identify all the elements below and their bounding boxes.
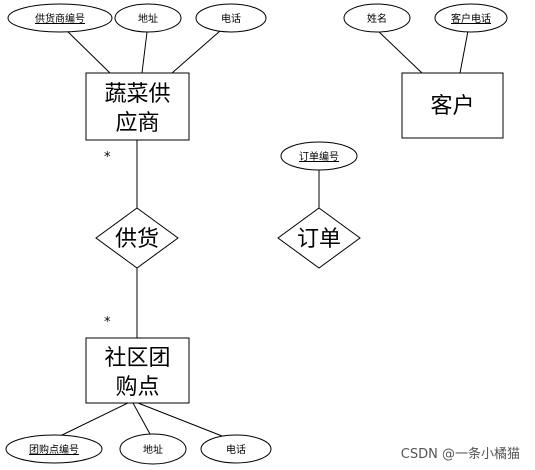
attribute-supplier-id: 供货商编号 — [7, 3, 113, 33]
line-supplier-id — [61, 25, 111, 74]
attribute-label: 地址 — [138, 12, 158, 25]
multiplicity-supplier: * — [104, 150, 111, 165]
entity-label-line2: 应商 — [115, 111, 159, 136]
connector-lines — [57, 25, 469, 438]
line-grouppoint-address — [132, 402, 151, 435]
attribute-label: 地址 — [143, 443, 163, 456]
attribute-order-id: 订单编号 — [280, 141, 358, 171]
entity-supplier: 蔬菜供 应商 — [85, 72, 190, 141]
attribute-supplier-address: 地址 — [114, 3, 182, 33]
attribute-label: 电话 — [221, 12, 241, 25]
entity-label-line1: 蔬菜供 — [104, 82, 170, 107]
entity-label: 客户 — [430, 94, 474, 119]
entity-label-line2: 购点 — [115, 375, 159, 400]
relationship-order: 订单 — [277, 207, 361, 269]
line-grouppoint-id — [57, 402, 129, 438]
attribute-customer-phone: 客户电话 — [434, 3, 508, 33]
attribute-supplier-phone: 电话 — [195, 3, 267, 33]
relationship-label: 订单 — [297, 227, 341, 252]
attribute-customer-name: 姓名 — [343, 3, 411, 33]
entity-customer: 客户 — [401, 72, 504, 139]
relationship-label: 供货 — [115, 227, 159, 252]
relationship-supply: 供货 — [95, 207, 179, 269]
multiplicity-grouppoint: * — [104, 315, 111, 330]
attribute-label: 姓名 — [367, 12, 387, 25]
entity-group-point: 社区团 购点 — [85, 337, 190, 404]
line-supplier-address — [141, 31, 148, 74]
attribute-label: 客户电话 — [451, 12, 491, 25]
entity-label-line1: 社区团 — [104, 346, 170, 371]
attribute-label: 供货商编号 — [35, 12, 85, 25]
line-customer-phone — [459, 30, 469, 74]
attribute-label: 团购点编号 — [29, 443, 79, 456]
line-supplier-phone — [171, 30, 221, 74]
attribute-label: 电话 — [226, 443, 246, 456]
watermark: CSDN @一条小橘猫 — [401, 446, 520, 462]
attribute-grouppoint-address: 地址 — [119, 433, 187, 465]
line-customer-name — [377, 30, 423, 74]
attribute-grouppoint-id: 团购点编号 — [5, 434, 103, 464]
line-grouppoint-phone — [137, 402, 223, 437]
attribute-grouppoint-phone: 电话 — [200, 434, 272, 464]
attribute-label: 订单编号 — [299, 150, 339, 163]
